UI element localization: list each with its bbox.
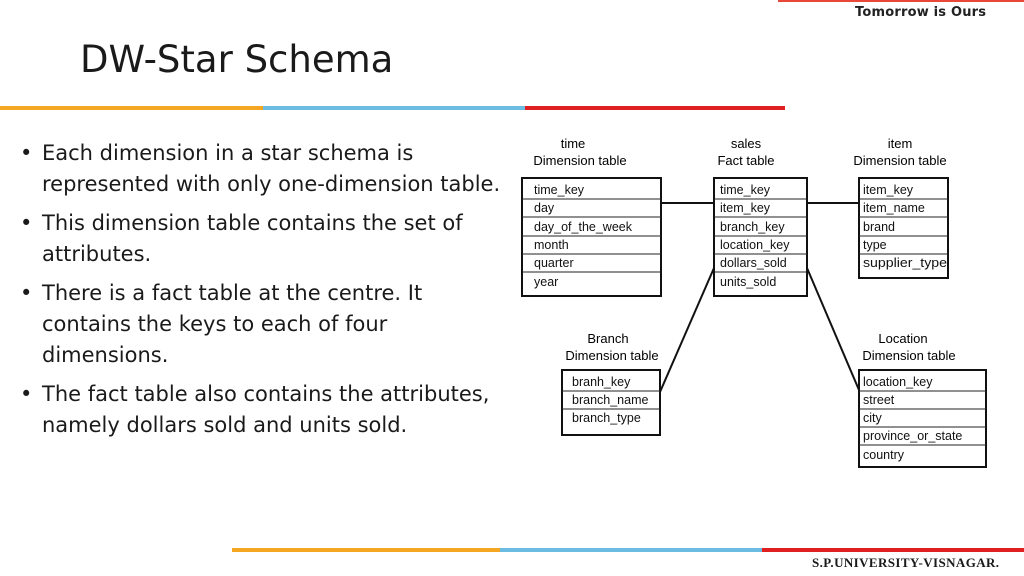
field-type: type <box>863 238 887 252</box>
field-year: year <box>534 275 558 289</box>
footer-band-orange <box>232 548 500 552</box>
table-box-item <box>858 177 949 279</box>
field-item-key: item_key <box>863 183 914 197</box>
slide-title: DW-Star Schema <box>80 38 394 81</box>
field-item-key: item_key <box>720 201 771 215</box>
field-quarter: quarter <box>534 256 574 270</box>
bullet-dot-icon: • <box>20 382 33 406</box>
field-country: country <box>863 448 905 462</box>
table-name-branch: Branch <box>587 331 628 346</box>
field-city: city <box>863 411 883 425</box>
table-name-time: time <box>561 136 586 151</box>
field-time-key: time_key <box>720 183 771 197</box>
table-name-item: item <box>888 136 913 151</box>
table-subtitle-time: Dimension table <box>533 153 626 168</box>
field-province-or-state: province_or_state <box>863 429 962 443</box>
footer-band-blue <box>500 548 762 552</box>
field-location-key: location_key <box>863 375 933 389</box>
title-band-orange <box>0 106 263 110</box>
title-band-red <box>525 106 785 110</box>
table-subtitle-branch: Dimension table <box>565 348 658 363</box>
table-box-sales <box>713 177 808 297</box>
field-branch-name: branch_name <box>572 393 648 407</box>
footer-university: S.P.UNIVERSITY-VISNAGAR. <box>812 555 1000 570</box>
bullet-list: • Each dimension in a star schema is repr… <box>16 138 502 449</box>
bullet-text: The fact table also contains the attribu… <box>42 382 490 437</box>
field-time-key: time_key <box>534 183 585 197</box>
connector-sales-location <box>806 267 860 391</box>
field-day-of-the-week: day_of_the_week <box>534 220 633 234</box>
field-month: month <box>534 238 569 252</box>
field-day: day <box>534 201 555 215</box>
bullet-item: • This dimension table contains the set o… <box>16 208 502 270</box>
bullet-text: This dimension table contains the set of… <box>42 211 463 266</box>
field-street: street <box>863 393 895 407</box>
table-box-location <box>858 369 987 468</box>
bullet-dot-icon: • <box>20 281 33 305</box>
table-subtitle-sales: Fact table <box>717 153 774 168</box>
table-name-sales: sales <box>731 136 762 151</box>
top-accent-line <box>778 0 1024 2</box>
bullet-dot-icon: • <box>20 141 33 165</box>
table-subtitle-location: Dimension table <box>862 348 955 363</box>
table-subtitle-item: Dimension table <box>853 153 946 168</box>
field-dollars-sold: dollars_sold <box>720 256 787 270</box>
field-brand: brand <box>863 220 895 234</box>
table-name-location: Location <box>878 331 927 346</box>
bullet-text: There is a fact table at the centre. It … <box>42 281 423 367</box>
footer-band-red <box>762 548 1024 552</box>
field-item-name: item_name <box>863 201 925 215</box>
bullet-dot-icon: • <box>20 211 33 235</box>
bullet-item: • Each dimension in a star schema is repr… <box>16 138 502 200</box>
field-branh-key: branh_key <box>572 375 631 389</box>
field-location-key: location_key <box>720 238 790 252</box>
field-branch-type: branch_type <box>572 411 641 425</box>
connector-sales-branch <box>659 267 715 393</box>
bullet-text: Each dimension in a star schema is repre… <box>42 141 501 196</box>
tagline: Tomorrow is Ours <box>855 5 987 20</box>
field-units-sold: units_sold <box>720 275 776 289</box>
bullet-item: • There is a fact table at the centre. It… <box>16 278 502 371</box>
title-band-blue <box>263 106 525 110</box>
table-box-time <box>521 177 662 297</box>
field-supplier-type: supplier_type <box>863 256 947 270</box>
field-branch-key: branch_key <box>720 220 785 234</box>
table-box-branch <box>561 369 661 436</box>
bullet-item: • The fact table also contains the attrib… <box>16 379 502 441</box>
